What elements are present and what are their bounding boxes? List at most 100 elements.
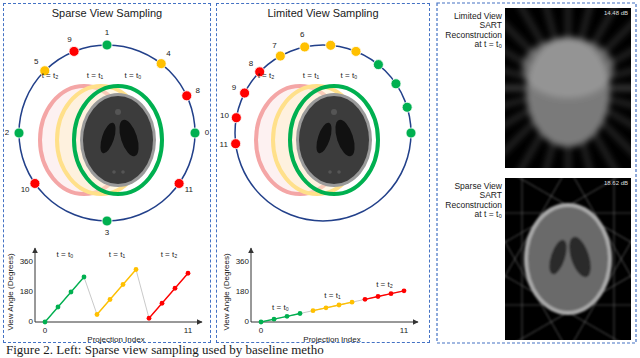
phantom-ventricle (97, 121, 118, 155)
view-dot (69, 46, 79, 56)
view-dot (351, 46, 361, 56)
angle-dot (259, 320, 264, 325)
angle-trace (149, 273, 188, 318)
psnr-value: 18.62 dB (604, 180, 628, 187)
angle-dot (173, 286, 178, 291)
psnr-value: 14.48 dB (604, 10, 628, 17)
view-dot (182, 91, 192, 101)
phantom-spot (337, 170, 341, 174)
view-dot (326, 40, 336, 50)
view-index: 11 (185, 186, 193, 194)
angle-dot (376, 294, 381, 299)
time-label: t = t₁ (87, 72, 103, 80)
phantom-spot (331, 109, 337, 115)
phantom (296, 93, 372, 187)
angle-dot (121, 282, 126, 287)
time-label: t = t₀ (272, 304, 289, 312)
angle-dot (56, 305, 61, 310)
tick-label: 0 (245, 318, 249, 326)
view-index: 8 (249, 60, 253, 68)
phantom-spot (121, 170, 125, 174)
view-index: 11 (220, 141, 228, 149)
phantom (83, 96, 153, 184)
axis (35, 248, 36, 322)
view-dot (174, 178, 184, 188)
axis (251, 322, 418, 323)
axis (251, 248, 252, 322)
angle-trace (365, 291, 404, 300)
view-index: 9 (67, 36, 71, 44)
angle-dot (160, 301, 165, 306)
time-label: t = t₀ (57, 251, 74, 259)
view-index: 9 (232, 84, 236, 92)
image-box: Sparse View SART Reconstruction at t = t… (505, 178, 631, 340)
angle-dot (285, 314, 290, 319)
angle-trace (261, 314, 300, 323)
axis-title: View Angle (Degrees) (7, 253, 15, 330)
figure-caption: Figure 2. Left: Sparse view sampling use… (6, 343, 324, 357)
panel-box: Sparse View Sampling (3, 3, 211, 343)
time-label: t = t₁ (303, 72, 319, 80)
view-dot (102, 216, 112, 226)
angle-dot (350, 300, 355, 305)
image-box: Limited View SART Reconstruction at t = … (505, 8, 631, 168)
time-label: t = t₁ (324, 292, 340, 300)
angle-dot (298, 311, 303, 316)
angle-dot (324, 305, 329, 310)
phantom-scene (40, 86, 162, 194)
tick-label: 360 (20, 258, 33, 266)
tick-label: 0 (29, 318, 33, 326)
phantom-ventricle (116, 117, 143, 158)
tick-label: 0 (259, 327, 263, 335)
angle-dot (69, 290, 74, 295)
view-index: 5 (34, 58, 38, 66)
angle-dot (134, 267, 139, 272)
tick-label: 180 (20, 288, 33, 296)
view-dot (240, 88, 250, 98)
angle-dot (363, 297, 368, 302)
phantom-ventricle (313, 121, 334, 155)
angle-dot (272, 317, 277, 322)
panel-frame (437, 3, 636, 343)
view-index: 10 (220, 112, 229, 120)
view-dot (402, 102, 412, 112)
angle-dot (147, 316, 152, 321)
image-heading: Limited View SART Reconstruction at t = … (440, 12, 502, 49)
phantom (80, 93, 156, 187)
angle-dot (402, 288, 407, 293)
view-dot (373, 60, 383, 70)
view-dot (391, 79, 401, 89)
time-label: t = t₂ (161, 251, 178, 259)
view-dot (231, 139, 241, 149)
sampling-ring (19, 45, 195, 221)
image-heading: Sparse View SART Reconstruction at t = t… (440, 182, 502, 219)
phantom-spot (115, 109, 121, 115)
tick-label: 11 (400, 327, 408, 335)
axis (35, 322, 202, 323)
phantom (299, 96, 369, 184)
angle-dot (108, 297, 113, 302)
view-index: 3 (105, 229, 109, 237)
phantom-scene (256, 86, 378, 194)
time-label: t = t₀ (341, 72, 358, 80)
sampling-ring (235, 45, 411, 221)
angle-dot (337, 303, 342, 308)
time-label: t = t₂ (42, 72, 59, 80)
motion-ellipse (290, 86, 378, 194)
angle-trace (261, 291, 404, 322)
angle-trace (313, 302, 352, 311)
view-dot (30, 178, 40, 188)
tick-label: 360 (236, 258, 249, 266)
panel-title: Limited View Sampling (217, 7, 429, 19)
view-index: 2 (5, 129, 9, 137)
time-label: t = t₀ (125, 72, 142, 80)
angle-dot (95, 312, 100, 317)
view-dot (406, 128, 416, 138)
angle-dot (186, 271, 191, 276)
angle-trace (97, 270, 136, 315)
angle-dot (82, 275, 87, 280)
tick-label: 180 (236, 288, 249, 296)
angle-dot (389, 291, 394, 296)
